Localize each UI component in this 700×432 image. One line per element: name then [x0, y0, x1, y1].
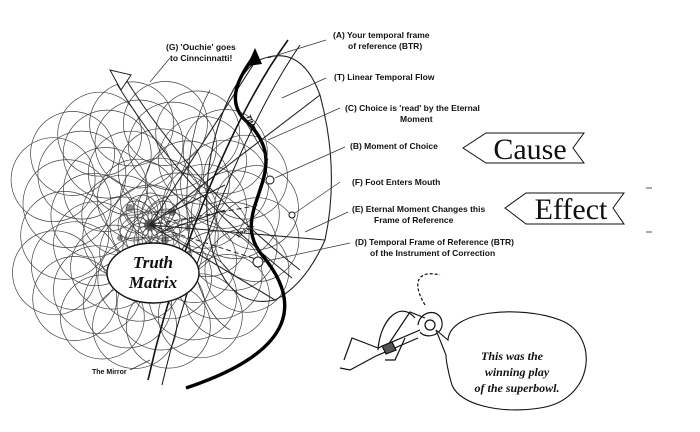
- choice-points: [252, 175, 296, 268]
- label-c: (C) Choice is 'read' by the Eternal Mome…: [345, 103, 480, 124]
- matrix-circle: [57, 91, 143, 177]
- label-f: (F) Foot Enters Mouth: [352, 177, 440, 187]
- label-e: (E) Eternal Moment Changes this Frame of…: [352, 204, 485, 225]
- matrix-circle: [10, 137, 96, 223]
- truth-matrix-oval: [106, 242, 200, 304]
- quote-line-2: winning play: [485, 365, 550, 379]
- matrix-circle: [123, 81, 208, 166]
- matrix-circle: [119, 157, 201, 239]
- label-d: (D) Temporal Frame of Reference (BTR) of…: [355, 237, 514, 258]
- choice-arrows: [149, 184, 266, 263]
- label-a: (A) Your temporal frame of reference (BT…: [333, 30, 430, 51]
- svg-text:(C) Choice is 'read' by the Et: (C) Choice is 'read' by the Eternal: [345, 103, 480, 113]
- matrix-circle: [20, 191, 110, 280]
- svg-text:Frame of Reference: Frame of Reference: [374, 215, 454, 225]
- svg-text:Effect: Effect: [535, 193, 608, 226]
- stick-figure: [339, 273, 443, 371]
- truth-matrix-title: Truth: [133, 253, 173, 272]
- label-b: (B) Moment of Choice: [350, 141, 438, 151]
- matrix-circle: [188, 202, 278, 291]
- speech-bubble: This was the winning play of the superbo…: [435, 311, 587, 411]
- mirror-curve: [147, 39, 289, 381]
- svg-text:(D) Temporal Frame of Referenc: (D) Temporal Frame of Reference (BTR): [355, 237, 514, 247]
- matrix-circle: [53, 201, 138, 287]
- matrix-circle: [30, 111, 115, 196]
- svg-text:(G) 'Ouchie' goes: (G) 'Ouchie' goes: [166, 42, 236, 52]
- matrix-circle: [32, 256, 118, 341]
- label-g: (G) 'Ouchie' goes to Cinncinnatti!: [166, 42, 236, 63]
- matrix-circle: [89, 81, 174, 167]
- matrix-circle: [37, 130, 127, 220]
- matrix-circle: [203, 134, 288, 220]
- linear-temporal-flow: [185, 53, 287, 390]
- margin-ticks: [646, 187, 652, 233]
- svg-text:of the Instrument of Correctio: of the Instrument of Correction: [370, 248, 495, 258]
- matrix-circle: [157, 273, 243, 359]
- svg-text:to Cinncinnatti!: to Cinncinnatti!: [170, 53, 232, 63]
- quote-line-3: of the superbowl.: [474, 381, 559, 395]
- svg-text:of reference (BTR): of reference (BTR): [348, 41, 422, 51]
- matrix-circle: [190, 170, 280, 259]
- effect-callout: Effect: [504, 192, 625, 226]
- matrix-circle: [180, 139, 269, 229]
- matrix-circle: [62, 109, 152, 199]
- matrix-circle: [63, 147, 148, 232]
- svg-text:(E) Eternal Moment Changes thi: (E) Eternal Moment Changes this: [352, 204, 485, 214]
- matrix-circle: [204, 227, 290, 313]
- svg-text:Cause: Cause: [493, 133, 566, 166]
- cause-callout: Cause: [462, 132, 585, 166]
- matrix-circle: [59, 274, 145, 360]
- matrix-circle: [182, 109, 268, 194]
- svg-text:Moment: Moment: [400, 114, 433, 124]
- matrix-circle: [22, 159, 112, 248]
- leader-lines: [129, 39, 351, 371]
- time-arrow: [239, 111, 269, 161]
- label-t: (T) Linear Temporal Flow: [334, 72, 435, 82]
- truth-matrix-subtitle: Matrix: [128, 273, 178, 292]
- matrix-circle: [50, 172, 136, 258]
- label-mirror: The Mirror: [92, 369, 127, 376]
- temporal-flow-arrowhead: [247, 48, 262, 66]
- svg-text:(A) Your temporal frame: (A) Your temporal frame: [333, 30, 430, 40]
- ouchie-arrow: [109, 69, 301, 279]
- quote-line-1: This was the: [481, 349, 544, 363]
- matrix-circle: [12, 230, 97, 316]
